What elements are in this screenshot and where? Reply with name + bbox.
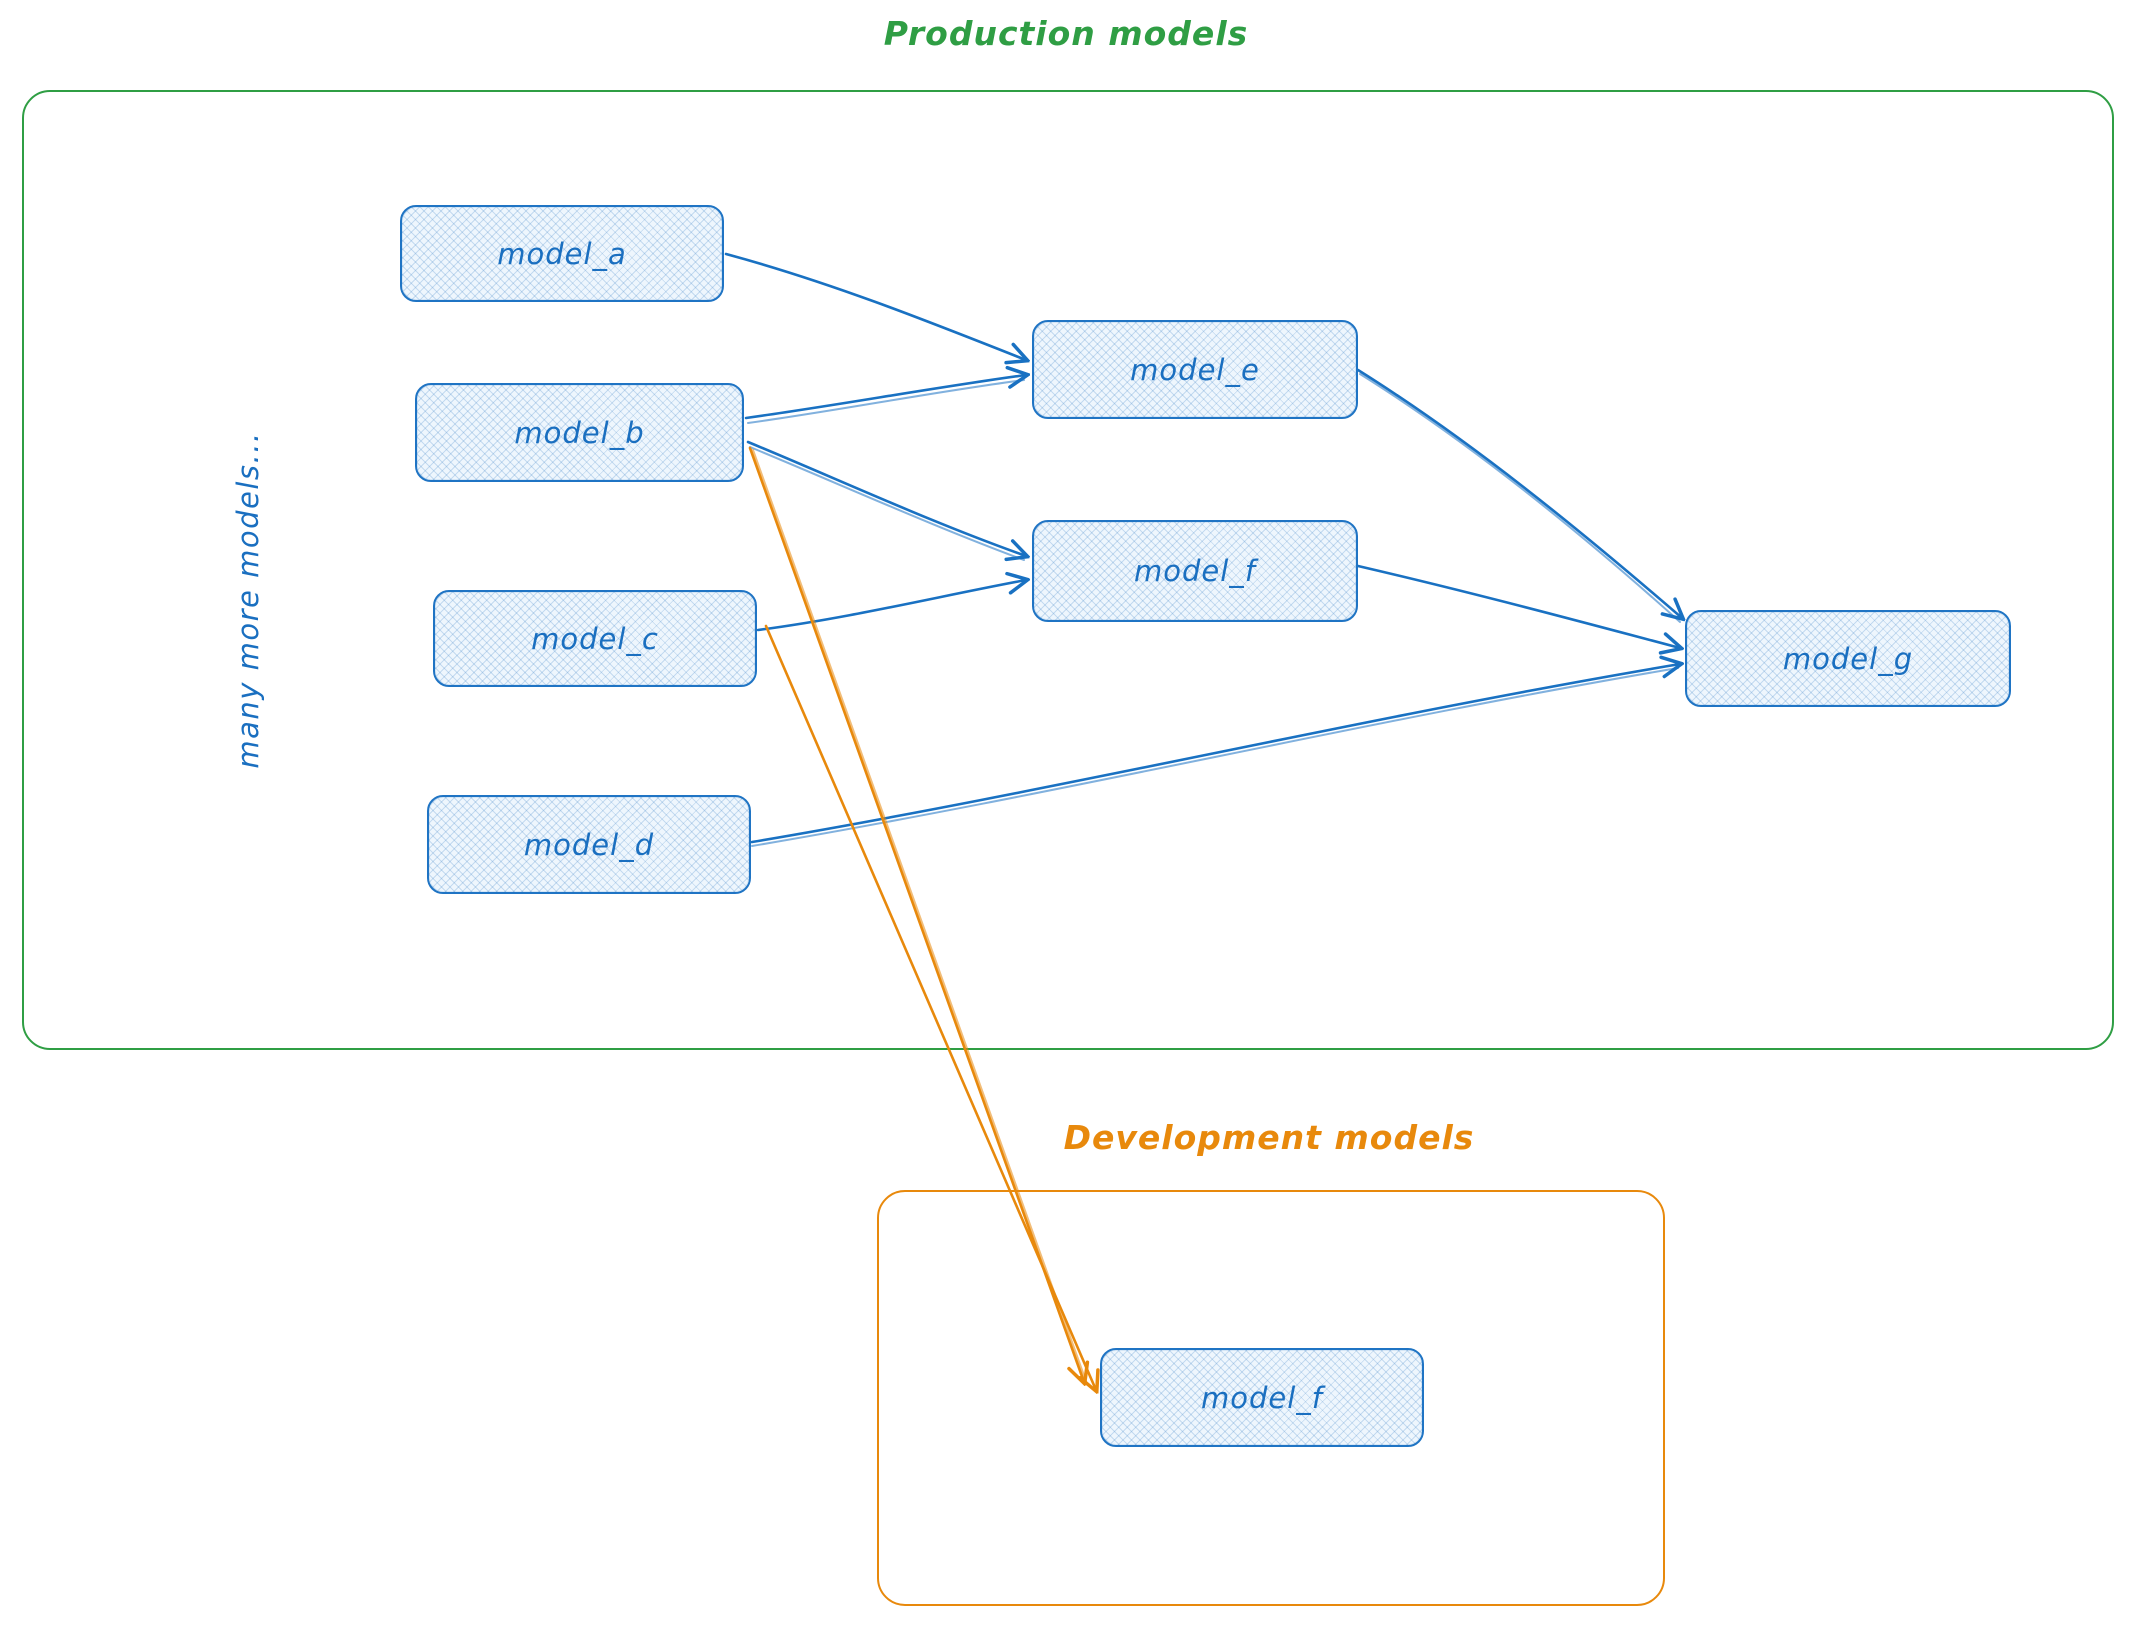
node-model-a-label: model_a <box>497 236 627 271</box>
node-model-f: model_f <box>1032 520 1358 622</box>
node-model-b-label: model_b <box>514 415 645 450</box>
node-model-e-label: model_e <box>1130 352 1260 387</box>
many-more-models-label: many more models... <box>231 431 265 769</box>
node-model-d: model_d <box>427 795 751 894</box>
node-model-e: model_e <box>1032 320 1358 419</box>
node-dev-model-f-label: model_f <box>1200 1380 1323 1415</box>
node-dev-model-f: model_f <box>1100 1348 1424 1447</box>
node-model-g-label: model_g <box>1782 641 1914 676</box>
node-model-a: model_a <box>400 205 724 302</box>
node-model-f-label: model_f <box>1133 554 1256 588</box>
node-model-c: model_c <box>433 590 757 687</box>
development-group-title: Development models <box>1063 1118 1475 1157</box>
node-model-g: model_g <box>1685 610 2011 707</box>
development-group-container <box>877 1190 1665 1606</box>
node-model-b: model_b <box>415 383 744 482</box>
production-group-title: Production models <box>883 14 1249 53</box>
node-model-d-label: model_d <box>523 827 655 862</box>
node-model-c-label: model_c <box>531 621 659 656</box>
